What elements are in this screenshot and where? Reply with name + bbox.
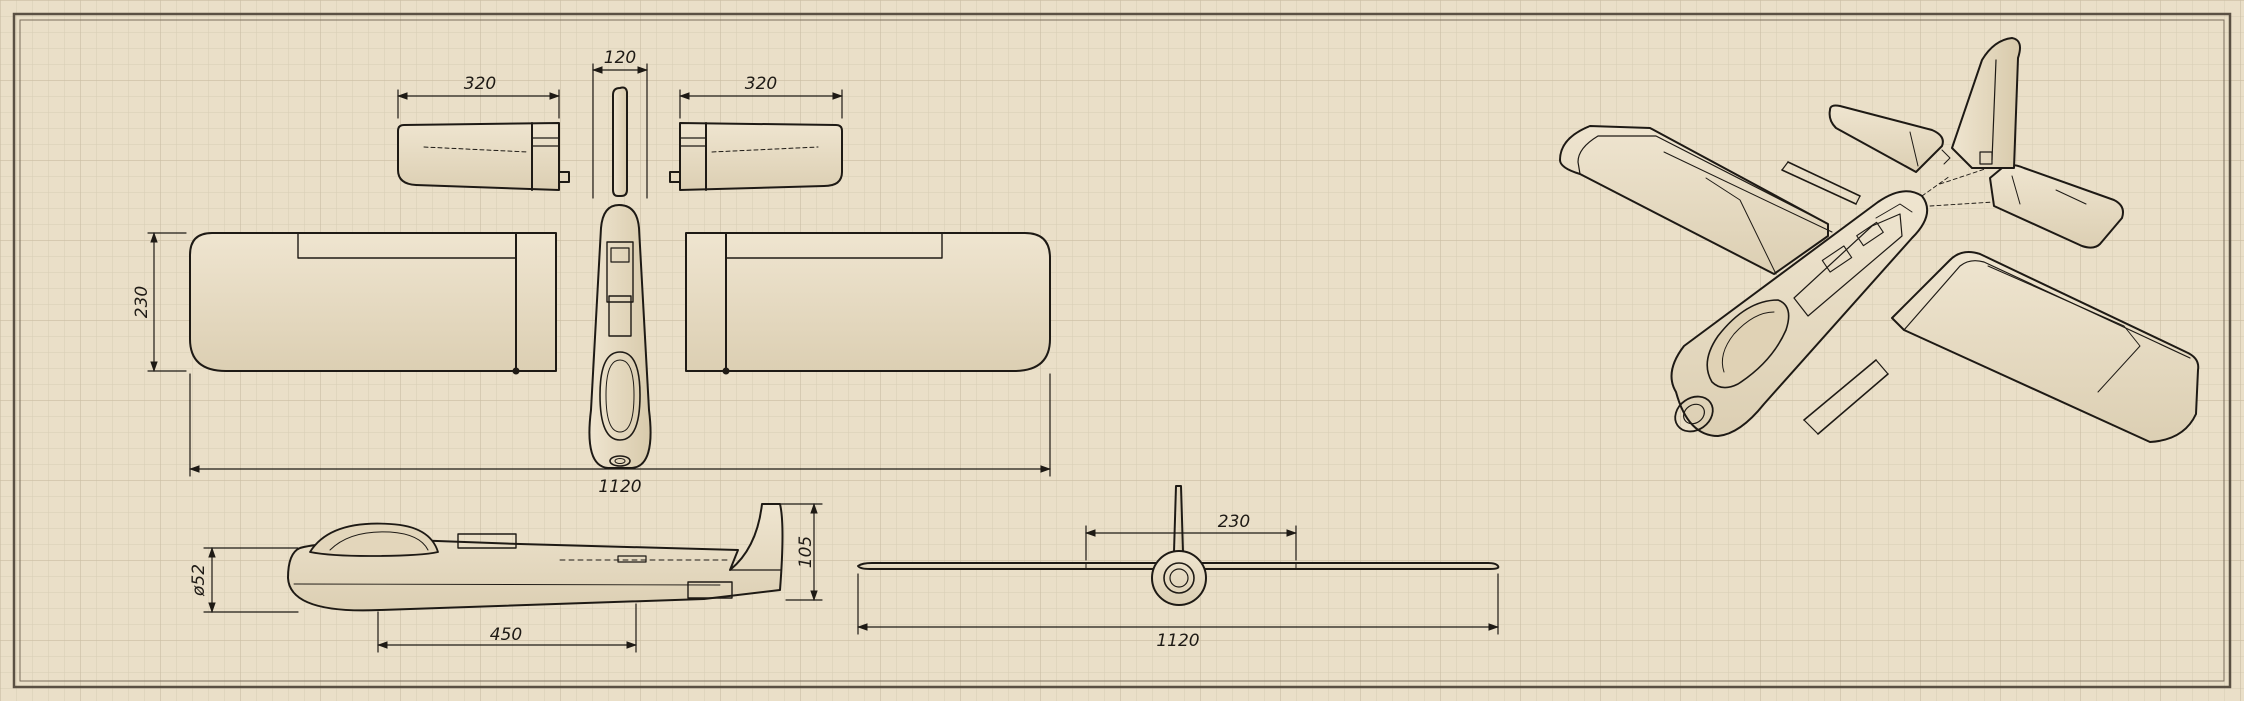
dim-fuselage-diameter: ø52 [189,564,209,597]
front-view-dimensions [856,525,1500,635]
fin-top [612,86,628,197]
canopy-side [309,522,439,557]
top-view [189,86,1051,469]
dim-wing-span: 1120 [598,477,641,497]
dim-fin-width: 120 [604,48,636,68]
dim-tail-right: 320 [745,74,777,94]
right-tailplane-top [679,122,843,191]
dim-front-span: 1120 [1156,631,1199,651]
left-wing-top [189,232,557,372]
iso-left-tailplane [1828,104,1944,173]
iso-canopy [1706,299,1790,389]
dim-tail-left: 320 [464,74,496,94]
dim-wing-chord: 230 [132,286,152,318]
front-view [857,485,1500,606]
dim-fin-height: 105 [796,536,816,568]
sheet-border [12,12,2232,689]
side-view [287,503,784,612]
dim-fuselage-length: 450 [490,625,522,645]
top-view-dimensions [147,63,1052,477]
dim-front-center: 230 [1218,512,1250,532]
side-view-dimensions [203,502,823,653]
front-fin [1173,485,1184,553]
iso-right-wing [1891,251,2200,443]
iso-fin [1951,37,2021,169]
isometric-exploded-view [1559,37,2200,443]
iso-spar-2 [1803,359,1889,435]
left-tailplane-top [397,122,560,191]
front-fuselage [1151,550,1207,606]
iso-spar-1 [1781,161,1861,205]
right-wing-top [685,232,1051,372]
